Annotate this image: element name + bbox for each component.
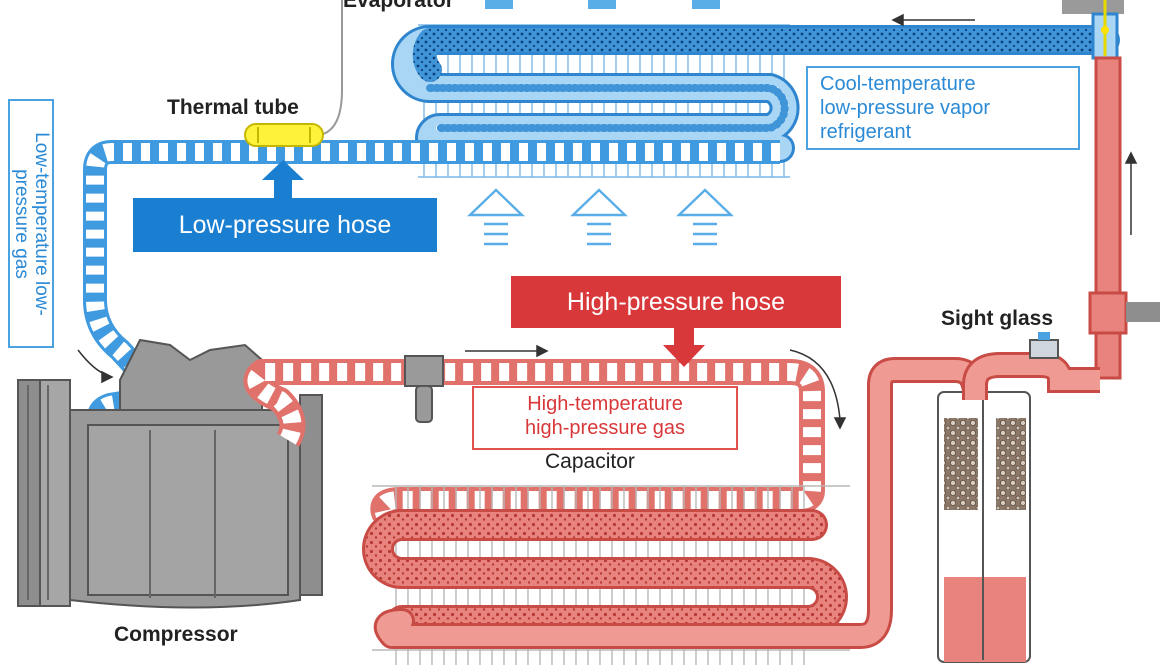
airflow-arrows (467, 188, 734, 246)
compressor-label: Compressor (114, 623, 238, 646)
high-pressure-pointer (663, 328, 705, 367)
low-temp-gas-box: Low-temperature low-pressure gas (8, 99, 54, 348)
high-temp-gas-box: High-temperature high-pressure gas (472, 386, 738, 450)
high-pressure-hose-path (243, 359, 825, 521)
evaporator-label: Evaporator (343, 0, 454, 12)
low-temp-gas-label: Low-temperature low-pressure gas (11, 131, 52, 316)
receiver-drier (937, 332, 1100, 663)
sight-glass-label: Sight glass (941, 307, 1054, 330)
thermal-tube-label: Thermal tube (167, 96, 299, 119)
evaporator-coil (391, 25, 1120, 163)
high-temp-gas-line1: High-temperature (527, 393, 683, 415)
expansion-valve-line (1062, 0, 1160, 380)
capacitor-label: Capacitor (545, 450, 635, 473)
cool-temp-vapor-box: Cool-temperature low-pressure vapor refr… (806, 66, 1080, 150)
cool-temp-vapor-line2: low-pressure vapor (820, 97, 991, 119)
low-pressure-hose-label: Low-pressure hose (133, 198, 437, 252)
evaporator-top-fins (485, 0, 720, 9)
high-temp-gas-line2: high-pressure gas (524, 417, 686, 439)
cool-temp-vapor-line1: Cool-temperature (820, 73, 976, 95)
thermal-tube-bulb (244, 0, 343, 147)
service-port (404, 355, 444, 423)
compressor-body (17, 338, 323, 609)
high-pressure-hose-label: High-pressure hose (511, 276, 841, 328)
cool-temp-vapor-line3: refrigerant (820, 121, 912, 143)
flow-arrows (77, 13, 1138, 430)
low-pressure-pointer (262, 160, 304, 198)
